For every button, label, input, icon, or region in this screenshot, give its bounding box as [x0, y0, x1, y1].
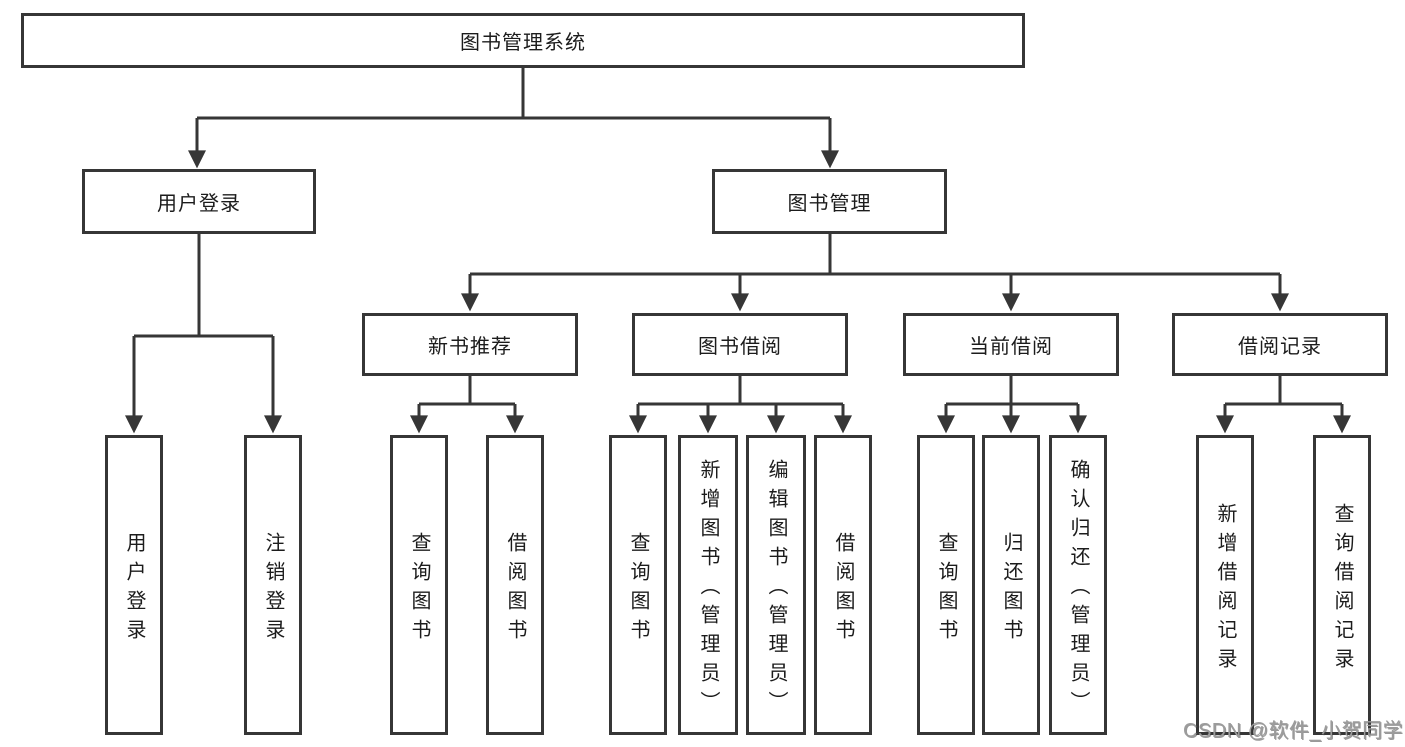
leaf-borrow-borrow: 借阅图书 — [814, 435, 872, 735]
node-new-books: 新书推荐 — [362, 313, 578, 376]
leaf-current-confirm-admin: 确认归还（管理员） — [1049, 435, 1107, 735]
new-books-branch — [410, 376, 524, 434]
node-user-login: 用户登录 — [82, 169, 316, 234]
root-branch — [188, 68, 839, 169]
leaf-borrow-add-admin: 新增图书（管理员） — [678, 435, 738, 735]
leaf-newbooks-query: 查询图书 — [390, 435, 448, 735]
node-system-root: 图书管理系统 — [21, 13, 1025, 68]
leaf-current-query: 查询图书 — [917, 435, 975, 735]
leaf-user-login: 用户登录 — [105, 435, 163, 735]
leaf-logout: 注销登录 — [244, 435, 302, 735]
book-management-branch — [461, 234, 1289, 312]
book-borrow-branch — [629, 376, 852, 434]
leaf-borrow-edit-admin: 编辑图书（管理员） — [746, 435, 806, 735]
leaf-records-add: 新增借阅记录 — [1196, 435, 1254, 735]
leaf-newbooks-borrow: 借阅图书 — [486, 435, 544, 735]
leaf-current-return: 归还图书 — [982, 435, 1040, 735]
csdn-watermark: CSDN @软件_小贺同学 — [1183, 720, 1404, 742]
borrow-records-branch — [1216, 376, 1351, 434]
leaf-records-query: 查询借阅记录 — [1313, 435, 1371, 735]
node-current-borrow: 当前借阅 — [903, 313, 1119, 376]
node-book-management: 图书管理 — [712, 169, 947, 234]
current-borrow-branch — [937, 376, 1087, 434]
user-login-branch — [125, 234, 282, 434]
node-borrow-records: 借阅记录 — [1172, 313, 1388, 376]
leaf-borrow-query: 查询图书 — [609, 435, 667, 735]
node-book-borrow: 图书借阅 — [632, 313, 848, 376]
